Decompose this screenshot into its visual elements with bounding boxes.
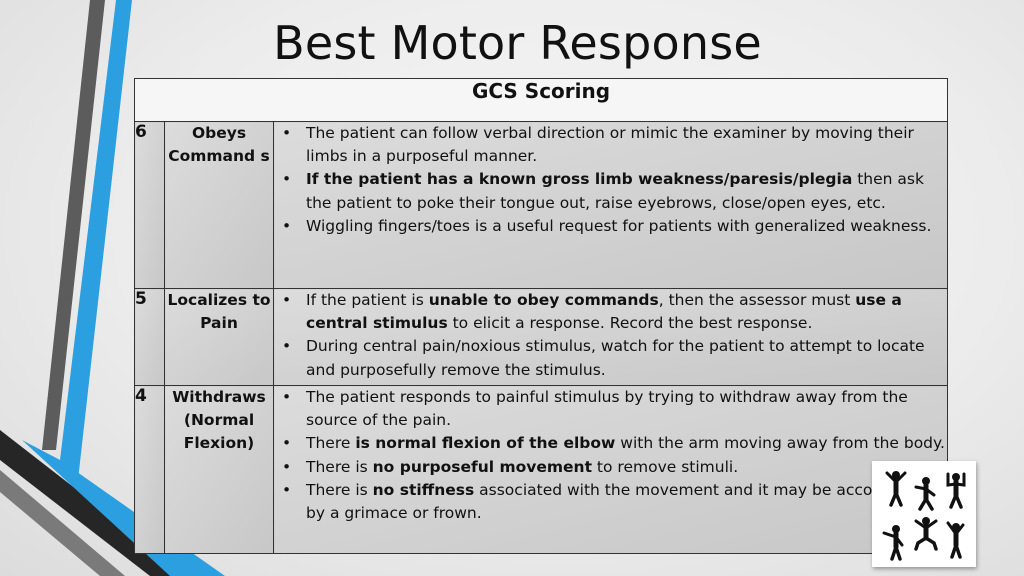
- bullet-item: If the patient has a known gross limb we…: [274, 168, 947, 214]
- bold-text: no stiffness: [372, 480, 475, 499]
- bold-text: unable to obey commands: [428, 291, 659, 309]
- text-run: associated with the movement and it may …: [306, 480, 941, 523]
- description-cell: The patient can follow verbal direction …: [272, 121, 949, 289]
- score-cell: 5: [134, 288, 165, 386]
- text-run: There: [306, 434, 356, 453]
- gcs-scoring-table: GCS Scoring 6 Obeys Command s The patien…: [133, 78, 949, 554]
- text-run: with the arm moving away from the body.: [615, 434, 945, 453]
- bullet-item: There is no stiffness associated with th…: [274, 479, 947, 525]
- text-run: , then the assessor must: [658, 291, 856, 309]
- stripe-blue-top: [60, 0, 132, 480]
- text-run: then ask the patient to poke their tongu…: [306, 170, 924, 212]
- text-run: During central pain/noxious stimulus, wa…: [306, 337, 925, 379]
- bullet-list: If the patient is unable to obey command…: [274, 289, 947, 382]
- stripe-gray-diagonal: [0, 470, 125, 576]
- text-run: There is: [306, 480, 373, 499]
- text-run: to elicit a response. Record the best re…: [447, 314, 813, 333]
- bold-text: If the patient has a known gross limb we…: [306, 170, 853, 189]
- text-run: The patient can follow verbal direction …: [306, 124, 914, 166]
- score-cell: 6: [134, 121, 165, 289]
- bold-text: no purposeful movement: [372, 457, 592, 476]
- bullet-list: The patient can follow verbal direction …: [274, 122, 947, 238]
- text-run: The patient responds to painful stimulus…: [306, 388, 908, 430]
- bullet-item: There is normal flexion of the elbow wit…: [274, 432, 947, 455]
- bold-text: use a central stimulus: [306, 291, 902, 333]
- bullet-item: During central pain/noxious stimulus, wa…: [274, 335, 947, 381]
- text-run: There is: [306, 457, 373, 476]
- table-row: 4 Withdraws (Normal Flexion) The patient…: [134, 385, 949, 554]
- score-cell: 4: [134, 385, 165, 554]
- bullet-item: Wiggling fingers/toes is a useful reques…: [274, 215, 947, 238]
- bold-text: is normal flexion of the elbow: [355, 434, 616, 453]
- bullet-item: The patient responds to painful stimulus…: [274, 386, 947, 432]
- bullet-item: The patient can follow verbal direction …: [274, 122, 947, 168]
- bullet-item: There is no purposeful movement to remov…: [274, 456, 947, 479]
- description-cell: The patient responds to painful stimulus…: [272, 385, 949, 554]
- slide-title: Best Motor Response: [273, 16, 762, 70]
- table-row: 5 Localizes to Pain If the patient is un…: [134, 288, 949, 386]
- table-header: GCS Scoring: [133, 78, 949, 122]
- description-cell: If the patient is unable to obey command…: [272, 288, 949, 386]
- table-row: 6 Obeys Command s The patient can follow…: [134, 121, 949, 289]
- text-run: If the patient is: [306, 291, 429, 309]
- stick-figures-icon: [872, 461, 976, 567]
- bullet-item: If the patient is unable to obey command…: [274, 289, 947, 335]
- response-name-cell: Obeys Command s: [164, 121, 274, 289]
- text-run: Wiggling fingers/toes is a useful reques…: [306, 216, 932, 235]
- text-run: to remove stimuli.: [592, 457, 739, 476]
- bullet-list: The patient responds to painful stimulus…: [274, 386, 947, 525]
- response-name-cell: Localizes to Pain: [164, 288, 274, 386]
- stripe-dark-top: [42, 0, 105, 450]
- response-name-cell: Withdraws (Normal Flexion): [164, 385, 274, 554]
